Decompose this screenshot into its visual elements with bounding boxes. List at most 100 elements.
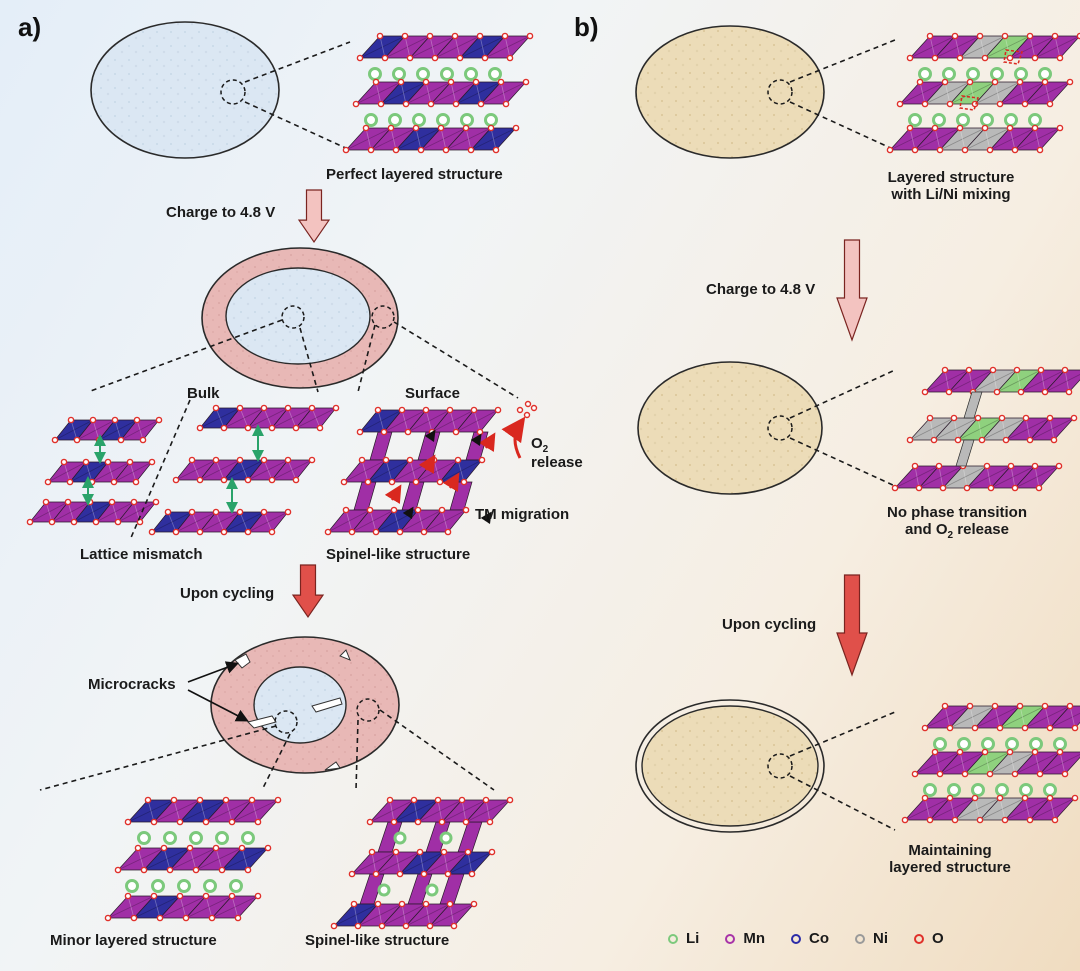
zoom-line xyxy=(393,321,519,399)
oxygen-atom xyxy=(936,146,944,154)
oxygen-atom xyxy=(986,146,994,154)
legend-item-ni: Ni xyxy=(855,930,888,947)
oxygen-atom xyxy=(971,724,979,732)
oxygen-atom xyxy=(1050,436,1058,444)
li-layer xyxy=(933,737,1067,751)
oxygen-atom xyxy=(1022,414,1030,422)
zoom-line xyxy=(87,319,283,393)
microcrack xyxy=(339,649,351,661)
zoom-line xyxy=(789,775,896,831)
li-atom xyxy=(957,737,971,751)
legend-item-mn: Mn xyxy=(725,930,765,947)
tm-layer xyxy=(340,456,486,486)
oxygen-atom xyxy=(931,124,939,132)
oxygen-atom xyxy=(268,476,276,484)
oxygen-atom xyxy=(110,478,118,486)
oxygen-atom xyxy=(446,406,454,414)
oxygen-atom xyxy=(434,796,442,804)
label-microcracks: Microcracks xyxy=(88,676,176,693)
oxygen-atom xyxy=(238,844,246,852)
oxygen-atom xyxy=(244,528,252,536)
oxygen-atom xyxy=(1016,702,1024,710)
oxygen-atom xyxy=(1046,414,1054,422)
oxygen-atom xyxy=(260,508,268,516)
oxygen-atom xyxy=(1056,748,1064,756)
oxygen-atom xyxy=(974,414,982,422)
zoom-circle-bulk xyxy=(281,305,305,329)
oxygen-atom xyxy=(316,424,324,432)
oxygen-atom xyxy=(522,78,530,86)
li-atom xyxy=(439,831,453,845)
oxygen-atom xyxy=(358,456,366,464)
oxygen-atom xyxy=(124,818,132,826)
oxygen-atom xyxy=(398,406,406,414)
oxygen-atom xyxy=(1070,414,1078,422)
zoom-line xyxy=(357,324,376,393)
oxygen-atom xyxy=(188,508,196,516)
tm-layer xyxy=(196,404,340,432)
oxygen-atom xyxy=(212,404,220,412)
oxygen-atom xyxy=(350,900,358,908)
tm-layer xyxy=(51,416,163,444)
oxygen-atom xyxy=(1071,794,1079,802)
oxygen-atom xyxy=(260,404,268,412)
zoom-line xyxy=(39,725,277,791)
oxygen-atom xyxy=(284,508,292,516)
oxygen-atom xyxy=(1061,366,1069,374)
oxygen-atom xyxy=(916,78,924,86)
small-arrow xyxy=(402,506,414,520)
zoom-line xyxy=(789,711,896,757)
li-atom xyxy=(392,67,406,81)
label-upon-cycling-a: Upon cycling xyxy=(180,585,275,602)
li-atom xyxy=(980,113,994,127)
oxygen-atom xyxy=(212,508,220,516)
mn-atom-icon xyxy=(725,933,736,944)
oxygen-atom xyxy=(502,100,510,108)
li-atom xyxy=(942,67,956,81)
tm-layer xyxy=(901,794,1079,824)
oxygen-atom xyxy=(1031,748,1039,756)
tm-layer xyxy=(906,414,1078,444)
li-atom xyxy=(1019,783,1033,797)
oxygen-atom xyxy=(512,124,520,132)
li-atom xyxy=(932,113,946,127)
oxygen-atom xyxy=(88,478,96,486)
oxygen-atom xyxy=(268,424,276,432)
divider-line xyxy=(129,399,191,541)
tm-layer xyxy=(906,32,1080,62)
oxygen-atom xyxy=(268,528,276,536)
oxygen-atom xyxy=(398,900,406,908)
oxygen-atom xyxy=(244,424,252,432)
panel-a-tag: a) xyxy=(18,12,42,42)
oxygen-atom xyxy=(66,478,74,486)
oxygen-atom xyxy=(136,518,144,526)
oxygen-atom xyxy=(114,518,122,526)
oxygen-atom xyxy=(426,922,434,930)
co-atom-icon xyxy=(791,933,802,944)
oxygen-atom xyxy=(236,404,244,412)
microcrack xyxy=(311,697,343,713)
oxygen-atom xyxy=(422,406,430,414)
li-atom xyxy=(412,113,426,127)
oxygen-atom xyxy=(936,770,944,778)
oxygen-atom xyxy=(950,414,958,422)
oxygen-atom xyxy=(156,914,164,922)
oxygen-atom xyxy=(1031,124,1039,132)
oxygen-atom xyxy=(374,406,382,414)
pillar-octahedron xyxy=(417,431,441,461)
oxygen-atom xyxy=(160,844,168,852)
li-atom xyxy=(368,67,382,81)
li-atom xyxy=(990,67,1004,81)
oxygen-atom xyxy=(412,124,420,132)
oxygen-atom xyxy=(236,508,244,516)
oxygen-atom xyxy=(454,456,462,464)
li-atom xyxy=(125,879,139,893)
oxygen-atom xyxy=(1021,724,1029,732)
oxygen-atom xyxy=(292,476,300,484)
oxygen-atom xyxy=(472,78,480,86)
label-tm-migration: TM migration xyxy=(475,506,570,523)
li-atom xyxy=(215,831,229,845)
oxygen-atom xyxy=(228,892,236,900)
oxygen-atom xyxy=(462,818,470,826)
